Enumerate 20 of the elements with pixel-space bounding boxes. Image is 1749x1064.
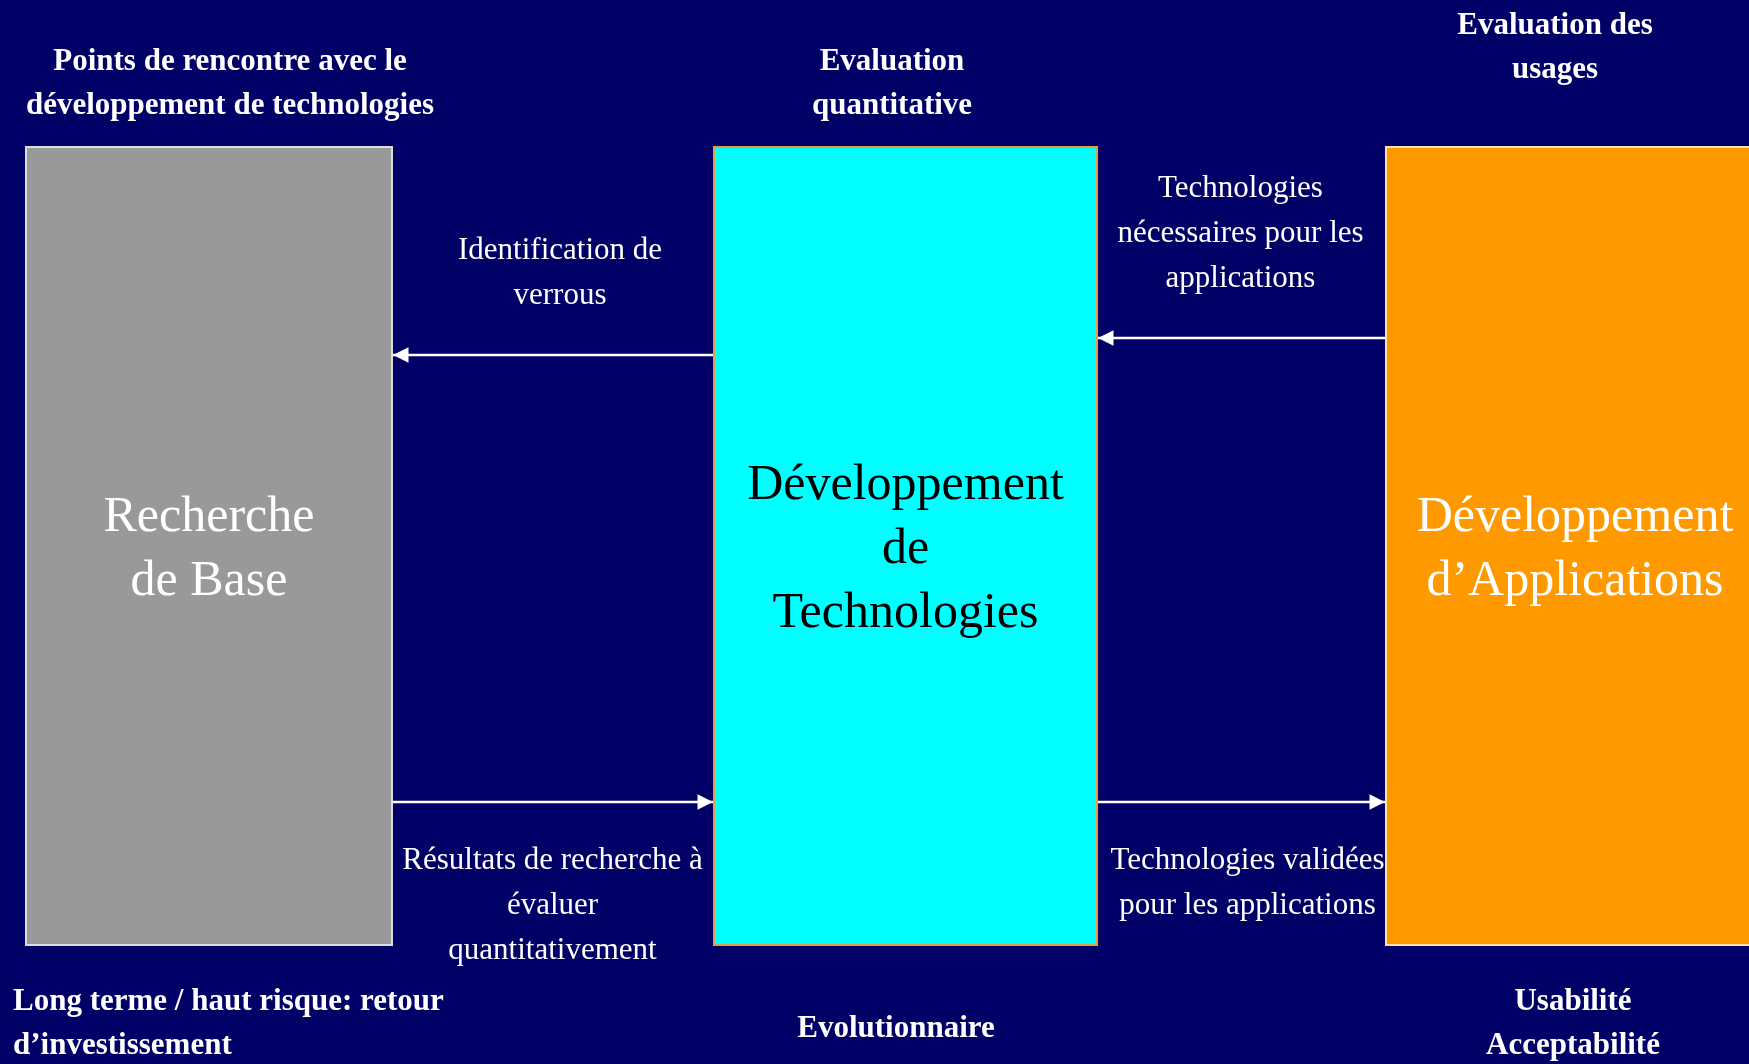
- column-heading: Points de rencontre avec le développement de technologies: [24, 41, 436, 123]
- edge-label: Identification de verrous: [457, 230, 663, 313]
- box-title: Développement d’Applications: [1416, 485, 1734, 608]
- edge-label: Résultats de recherche à évaluer quantitativement: [401, 840, 704, 968]
- process-box: [1385, 146, 1749, 946]
- column-heading: Evaluation quantitative: [810, 41, 974, 123]
- arrow: [1098, 794, 1385, 810]
- column-note: Evolutionnaire: [796, 1008, 996, 1046]
- column-note: Usabilité Acceptabilité: [1485, 981, 1661, 1063]
- box-title: Recherche de Base: [103, 485, 315, 608]
- box-title: Développement de Technologies: [747, 453, 1064, 640]
- arrow: [393, 347, 713, 363]
- arrow: [393, 794, 713, 810]
- column-heading: Evaluation des usages: [1456, 5, 1654, 87]
- arrow: [1098, 330, 1385, 346]
- edge-label: Technologies nécessaires pour les applications: [1116, 168, 1365, 296]
- process-box: [25, 146, 393, 946]
- column-note: Long terme / haut risque: retour d’investissement: [13, 981, 445, 1063]
- process-box: [713, 146, 1098, 946]
- edge-label: Technologies validées pour les applications: [1110, 840, 1385, 923]
